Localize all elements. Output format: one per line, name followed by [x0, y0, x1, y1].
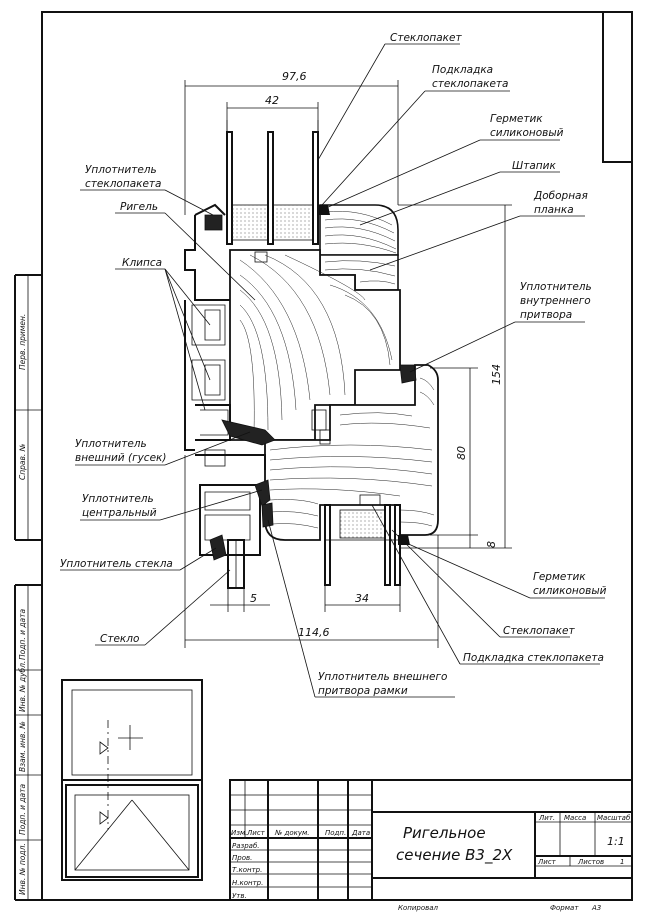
glazing-bead-grain	[324, 211, 397, 254]
tb-tkontr: Т.контр.	[232, 866, 262, 874]
dim-114-6: 114,6	[298, 626, 330, 639]
tb-massa: Масса	[564, 814, 586, 822]
tb-nkontr: Н.контр.	[232, 879, 263, 887]
label-shtapik: Штапик	[512, 160, 556, 172]
dim-80: 80	[455, 446, 468, 460]
dimension-lines	[184, 80, 512, 648]
stamp-perv-primen: Перв. примен.	[18, 314, 27, 370]
tb-masshtab: Масштаб	[597, 814, 631, 822]
inner-seal	[399, 364, 417, 384]
stamp-podp-data2: Подп. и дата	[18, 784, 27, 835]
transom-grain	[239, 254, 393, 433]
label-steklopaket-top: Стеклопакет	[390, 32, 462, 44]
tb-lit: Лит.	[538, 814, 555, 822]
label-uplot-vnutr-1: Уплотнитель	[520, 281, 592, 293]
lower-single-glass	[227, 539, 245, 589]
lower-glass-unit	[324, 504, 410, 586]
tb-ndokum: № докум.	[274, 829, 310, 837]
label-podkladka-bot: Подкладка стеклопакета	[463, 652, 604, 664]
label-germetik-top-1: Герметик	[490, 113, 543, 125]
side-stamp: Перв. примен. Справ. № Подп. и дата Инв.…	[14, 274, 42, 901]
label-uplot-centr-1: Уплотнитель	[82, 493, 154, 505]
label-germetik-top-2: силиконовый	[490, 127, 564, 139]
dim-5: 5	[250, 592, 257, 605]
central-seal	[254, 479, 271, 507]
tb-title-line2: сечение В3_2Х	[396, 846, 513, 865]
frame-grain	[269, 377, 435, 529]
label-podkladka-top-1: Подкладка	[432, 64, 493, 76]
label-uplot-stekl-1: Уплотнитель	[85, 164, 157, 176]
upper-sealant	[318, 205, 330, 215]
window-scheme	[61, 679, 203, 881]
section-drawing: Стеклопакет Подкладка стеклопакета Герме…	[60, 32, 607, 698]
tb-listov-value: 1	[620, 858, 624, 866]
upper-glass-unit	[226, 120, 319, 245]
tb-data: Дата	[351, 829, 370, 837]
label-uplot-ramki-2: притвора рамки	[318, 685, 408, 697]
dim-97-6: 97,6	[282, 70, 307, 83]
dim-154: 154	[490, 364, 503, 385]
title-block: Изм. Лист № докум. Подп. Дата Разраб. Пр…	[229, 779, 633, 912]
tb-kopiroval: Копировал	[398, 904, 439, 912]
label-steklo: Стекло	[100, 633, 139, 645]
tb-format-value: А3	[591, 904, 601, 912]
label-steklopaket-bot: Стеклопакет	[503, 625, 575, 637]
label-uplot-ramki-1: Уплотнитель внешнего	[318, 671, 447, 683]
label-klipsa: Клипса	[122, 257, 162, 269]
tb-scale-value: 1:1	[607, 835, 625, 848]
clip-2	[319, 429, 331, 445]
stamp-vzam-inv: Взам. инв. №	[18, 721, 27, 772]
label-uplot-vnutr-3: притвора	[520, 309, 572, 321]
label-podkladka-top-2: стеклопакета	[432, 78, 508, 90]
tb-izm: Изм.	[231, 829, 247, 837]
tb-listov: Листов	[577, 858, 604, 866]
label-rigel: Ригель	[120, 201, 158, 213]
label-uplot-stekla: Уплотнитель стекла	[60, 558, 173, 570]
stamp-inv-podl: Инв. № подл.	[18, 843, 27, 895]
frame-outer-seal	[261, 502, 274, 528]
tb-podp: Подп.	[325, 829, 346, 837]
dim-34: 34	[355, 592, 369, 605]
dim-8: 8	[485, 541, 498, 548]
stamp-inv-dubl: Инв. № дубл.	[18, 661, 27, 712]
leader-lines	[60, 43, 605, 698]
label-dobornaya-2: планка	[534, 204, 574, 216]
tb-prov: Пров.	[232, 854, 252, 862]
clip-1	[311, 409, 327, 431]
label-dobornaya-1: Доборная	[533, 190, 588, 202]
glass-seal	[209, 534, 227, 561]
tb-razrab: Разраб.	[232, 842, 260, 850]
pad-top	[254, 251, 268, 263]
label-uplot-vnutr-2: внутреннего	[520, 295, 591, 307]
glazing-bead	[319, 204, 399, 256]
tb-utv: Утв.	[232, 892, 247, 900]
label-uplot-vnesh-2: внешний (гусек)	[75, 452, 166, 464]
label-uplot-centr-2: центральный	[82, 507, 157, 519]
tb-list2: Лист	[537, 858, 557, 866]
tb-title-line1: Ригельное	[403, 824, 486, 842]
tb-format: Формат	[550, 904, 579, 912]
label-germetik-bot-2: силиконовый	[533, 585, 607, 597]
label-uplot-stekl-2: стеклопакета	[85, 178, 161, 190]
stamp-sprav: Справ. №	[18, 443, 27, 480]
stamp-podp-data1: Подп. и дата	[18, 609, 27, 660]
label-germetik-bot-1: Герметик	[533, 571, 586, 583]
dim-42: 42	[265, 94, 279, 107]
tb-list: Лист	[246, 829, 266, 837]
label-uplot-vnesh-1: Уплотнитель	[75, 438, 147, 450]
